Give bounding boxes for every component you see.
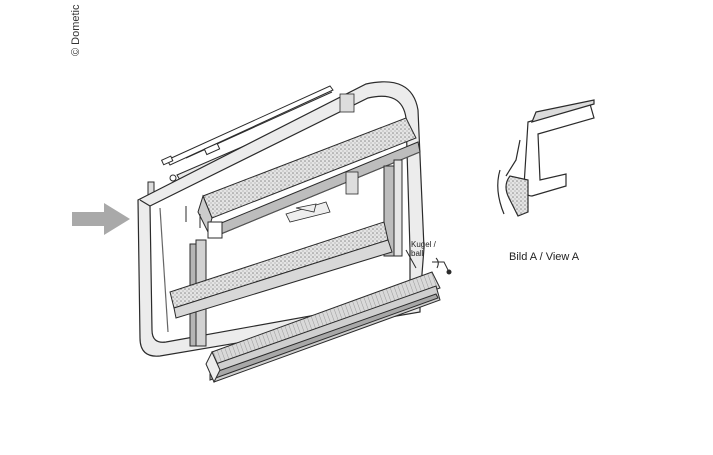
pointer-arrow [72, 203, 130, 235]
ball-label-line1: Kugel / [411, 240, 436, 249]
insect-screen [169, 221, 393, 319]
blind-cassette [197, 117, 421, 239]
view-a-detail [497, 99, 595, 217]
hardware-pieces [285, 93, 359, 223]
ball-detail [405, 249, 452, 275]
view-a-caption: Bild A / View A [509, 251, 580, 263]
pleated-blind [205, 271, 441, 384]
ball-label: Kugel / ball [411, 240, 436, 258]
ball-label-line2: ball [411, 249, 424, 258]
